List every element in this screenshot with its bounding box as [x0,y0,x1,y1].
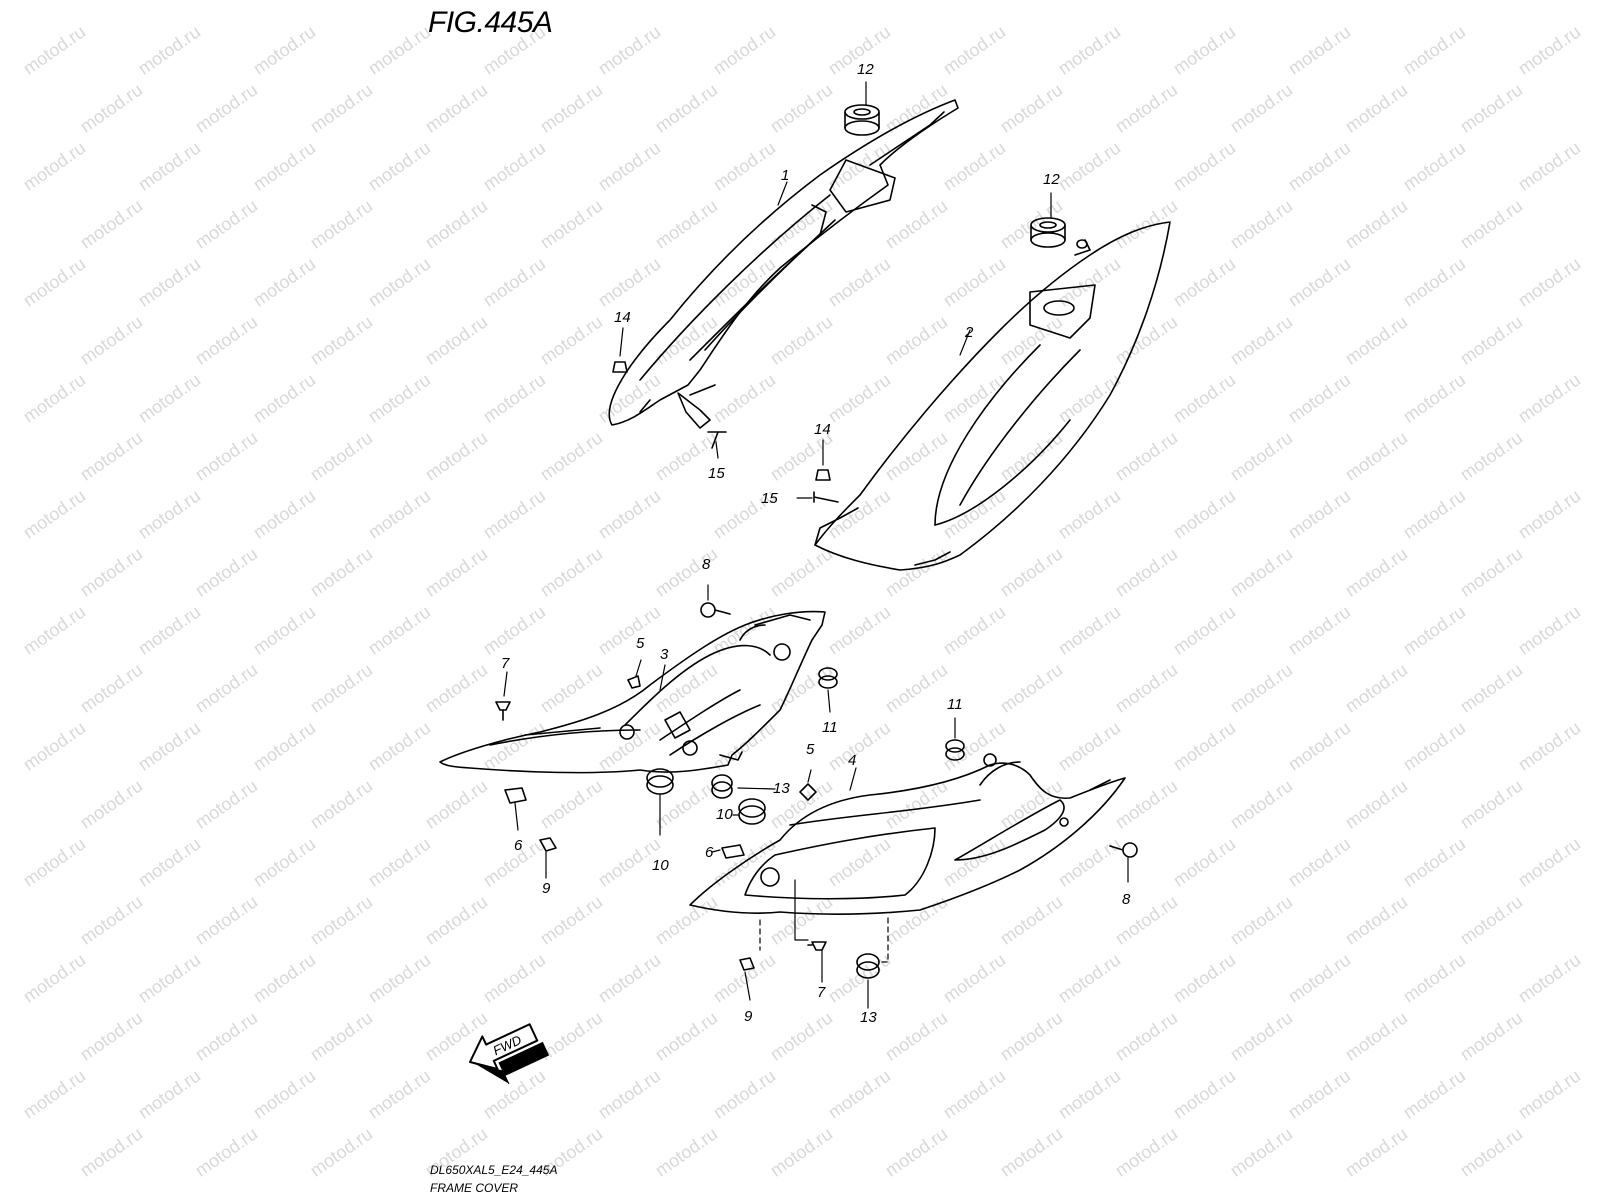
callout-11a: 11 [822,719,838,736]
callout-11b: 11 [947,696,963,713]
figure-code: DL650XAL5_E24_445A [430,1163,558,1177]
part-4-frame-cover [689,753,1126,915]
part-2-side-cover [814,221,1171,571]
callout-12a: 12 [857,61,874,78]
callout-8a: 8 [702,556,711,573]
callout-9a: 9 [542,880,551,897]
figure-caption: FRAME COVER [430,1181,519,1195]
callout-6a: 6 [514,837,523,854]
callout-10b: 10 [652,857,669,874]
callout-10a: 10 [716,806,733,823]
callout-9b: 9 [744,1008,753,1025]
callout-2: 2 [965,324,974,341]
leader-lines [503,81,1129,1009]
callout-7b: 7 [817,984,826,1001]
figure-title: FIG.445A [428,6,553,39]
callout-6b: 6 [705,844,714,861]
callout-15a: 15 [708,465,725,482]
callout-4: 4 [848,752,857,769]
callout-14a: 14 [614,309,631,326]
callout-7a: 7 [501,655,510,672]
callout-13b: 13 [860,1009,877,1026]
fwd-arrow: FWD [469,1023,549,1085]
fasteners [495,104,1138,979]
callout-13a: 13 [773,780,790,797]
callout-5b: 5 [806,741,815,758]
callout-14b: 14 [814,421,831,438]
callout-15b: 15 [761,490,778,507]
part-1-rail-cover [608,99,959,429]
callout-5a: 5 [636,635,645,652]
callout-1: 1 [781,167,790,184]
callout-3: 3 [660,646,669,663]
callout-12b: 12 [1043,171,1060,188]
part-3-frame-cover [439,610,826,774]
callout-8b: 8 [1122,891,1131,908]
